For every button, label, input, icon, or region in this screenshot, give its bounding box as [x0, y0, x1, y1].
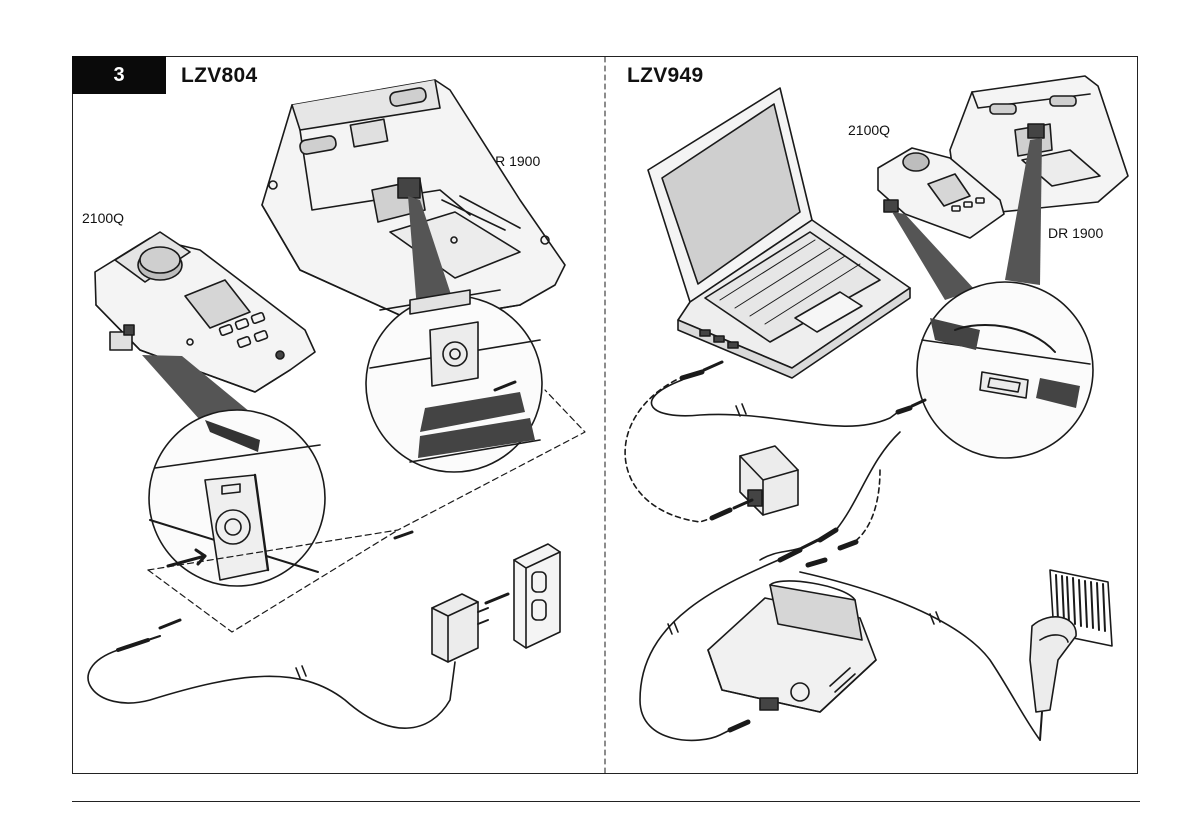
zoom-circle-usb-port	[917, 282, 1093, 458]
power-adapter	[432, 594, 488, 662]
arrow-to-outlet	[486, 594, 508, 603]
usb-module	[740, 446, 798, 515]
zoom-circle-2100q-port	[149, 410, 325, 586]
thermal-printer	[708, 581, 876, 712]
barcode-scanner	[1030, 617, 1076, 740]
footer-rule	[72, 801, 1140, 802]
laptop	[648, 88, 910, 378]
wall-outlet	[514, 544, 560, 648]
power-cable	[88, 636, 455, 728]
2100q-device-left	[95, 232, 315, 392]
